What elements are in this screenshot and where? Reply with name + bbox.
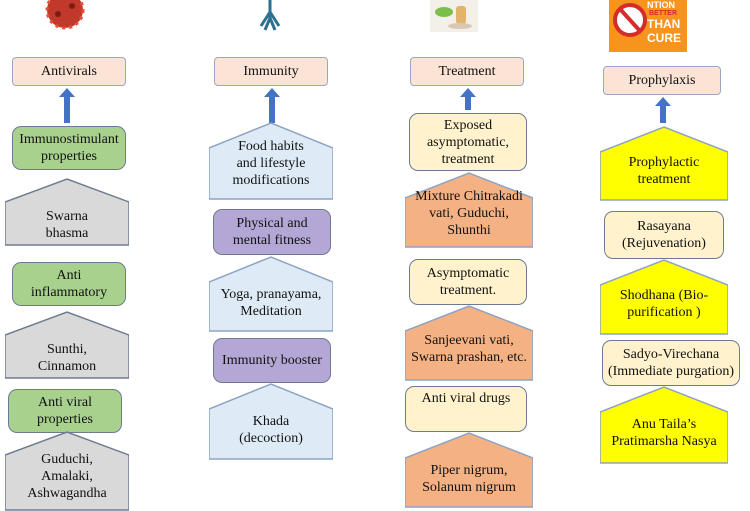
header-treatment: Treatment: [410, 57, 524, 86]
prophylaxis-item-prophylactic: Prophylactic treatment: [600, 126, 728, 201]
header-antivirals: Antivirals: [12, 57, 126, 86]
prophylaxis-item-anu-taila: Anu Taila’s Pratimarsha Nasya: [600, 386, 728, 464]
prevention-poster: NTION BETTER THAN CURE: [609, 0, 687, 52]
antiviral-item-guduchi: Guduchi, Amalaki, Ashwagandha: [5, 431, 129, 511]
treatment-item-sanjeevani: Sanjeevani vati, Swarna prashan, etc.: [405, 305, 533, 381]
prophylaxis-item-rasayana: Rasayana (Rejuvenation): [604, 211, 724, 259]
arrow-treatment: [460, 88, 476, 110]
header-prophylaxis: Prophylaxis: [603, 66, 721, 95]
immunity-item-food-habits: Food habits and lifestyle modifications: [209, 122, 333, 200]
immunity-item-immunity-booster: Immunity booster: [213, 338, 331, 383]
herbs-image: [430, 0, 478, 32]
antiviral-item-anti-inflammatory: Anti inflammatory: [12, 262, 126, 306]
poster-line-4: CURE: [647, 31, 682, 45]
virus-image: [40, 0, 90, 32]
treatment-item-mixture: Mixture Chitrakadi vati, Guduchi, Shunth…: [405, 172, 533, 248]
treatment-item-piper-nigrum: Piper nigrum, Solanum nigrum: [405, 432, 533, 508]
antiviral-item-immunostimulant: Immunostimulant properties: [12, 126, 126, 170]
treatment-item-anti-viral-drugs: Anti viral drugs: [405, 386, 527, 432]
immunity-item-khada: Khada (decoction): [209, 383, 333, 460]
immunity-item-yoga: Yoga, pranayama, Meditation: [209, 256, 333, 332]
poster-line-2: BETTER: [649, 10, 677, 17]
prophylaxis-item-shodhana: Shodhana (Bio-purification ): [600, 259, 728, 335]
arrow-prophylaxis: [655, 97, 671, 123]
header-immunity: Immunity: [214, 57, 328, 86]
antiviral-item-sunthi: Sunthi, Cinnamon: [5, 311, 129, 379]
arrow-immunity: [264, 88, 280, 123]
poster-line-1: NTION: [647, 0, 675, 10]
arrow-antivirals: [59, 88, 75, 123]
prophylaxis-item-sadyo-virechana: Sadyo-Virechana (Immediate purgation): [602, 340, 740, 386]
immunity-item-physical-fitness: Physical and mental fitness: [213, 209, 331, 255]
antiviral-item-swarna-bhasma: Swarna bhasma: [5, 178, 129, 246]
poster-line-3: THAN: [647, 17, 681, 31]
immune-cell-image: [255, 0, 285, 32]
antiviral-item-anti-viral: Anti viral properties: [8, 389, 122, 433]
treatment-item-exposed-asymptomatic: Exposed asymptomatic, treatment: [409, 113, 527, 171]
treatment-item-asymptomatic: Asymptomatic treatment.: [409, 259, 527, 305]
